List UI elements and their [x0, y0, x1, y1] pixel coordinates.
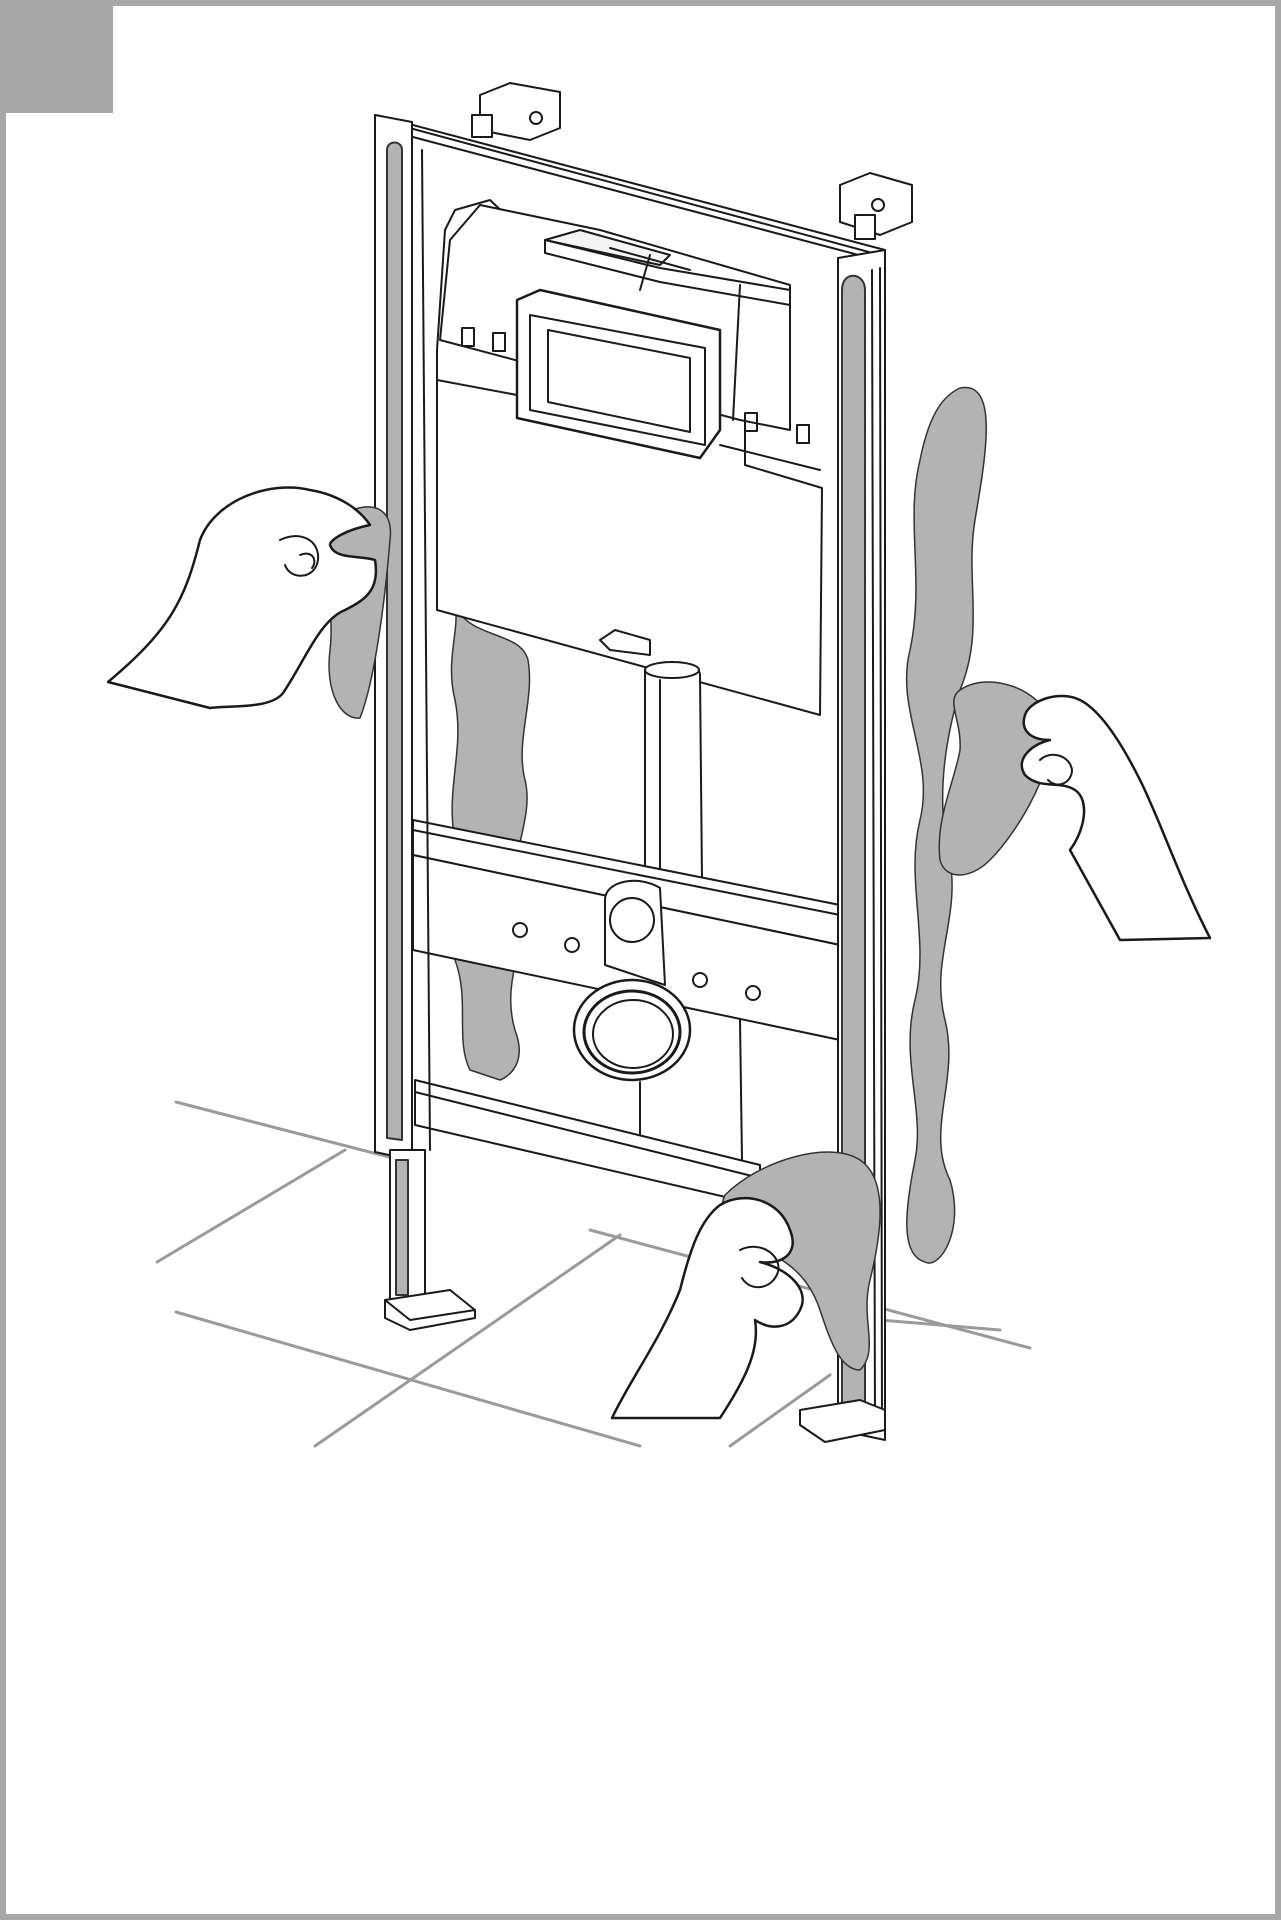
wall-bracket-left — [472, 83, 560, 140]
waste-outlet — [574, 980, 690, 1080]
crossbar-lower — [415, 1080, 760, 1205]
flush-pipe — [645, 663, 702, 880]
wall-bracket-right — [840, 173, 912, 239]
hand-icon — [108, 487, 390, 718]
hand-icon — [939, 682, 1210, 940]
